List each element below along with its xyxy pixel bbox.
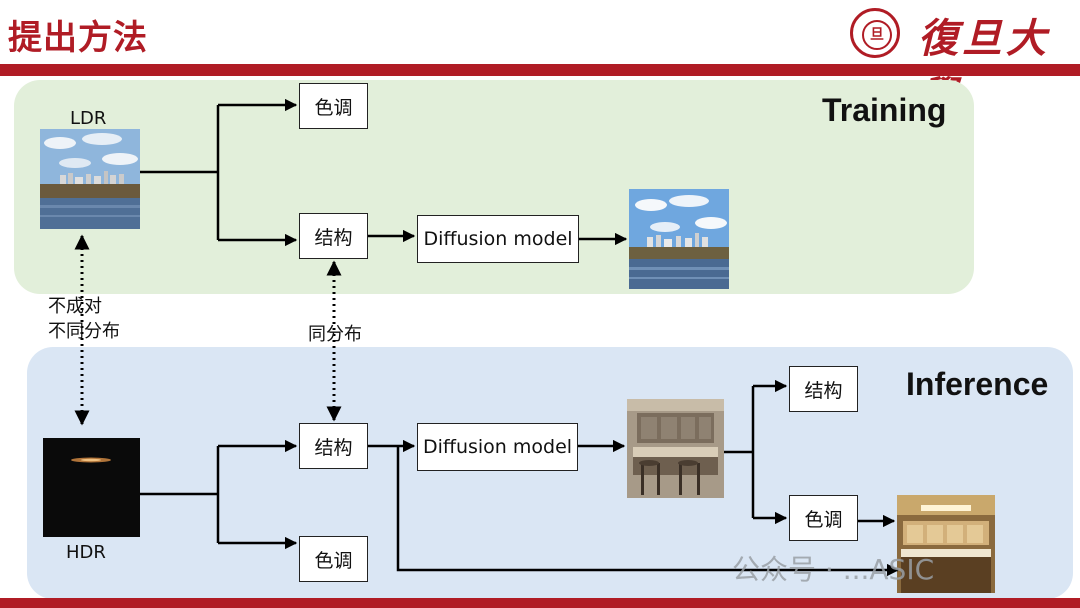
inference-diffusion-model-box: Diffusion model <box>417 423 578 471</box>
header-divider-bar <box>0 64 1080 76</box>
unpaired-label-line1: 不成对 <box>48 296 102 317</box>
output-tone-box: 色调 <box>789 495 858 541</box>
inference-intermediate-image <box>627 399 724 498</box>
same-distribution-label: 同分布 <box>308 324 362 345</box>
ldr-label: LDR <box>70 108 107 129</box>
slide-title: 提出方法 <box>8 18 148 58</box>
inference-output-image <box>897 495 995 593</box>
training-output-image <box>629 189 729 289</box>
output-structure-box: 结构 <box>789 366 858 412</box>
training-title: Training <box>822 92 947 128</box>
wechat-watermark: 公众号 · ...ASIC <box>732 553 935 586</box>
unpaired-label-line2: 不同分布 <box>48 321 120 342</box>
training-structure-box: 结构 <box>299 213 368 259</box>
inference-structure-box: 结构 <box>299 423 368 469</box>
ldr-input-image <box>40 129 140 229</box>
hdr-input-image <box>43 438 140 537</box>
training-diffusion-model-box: Diffusion model <box>417 215 579 263</box>
inference-tone-box: 色调 <box>299 536 368 582</box>
university-seal-logo: 旦 <box>850 8 900 58</box>
seal-center: 旦 <box>862 20 892 50</box>
training-tone-box: 色调 <box>299 83 368 129</box>
inference-title: Inference <box>906 366 1049 402</box>
footer-bar <box>0 598 1080 608</box>
hdr-label: HDR <box>66 542 106 563</box>
